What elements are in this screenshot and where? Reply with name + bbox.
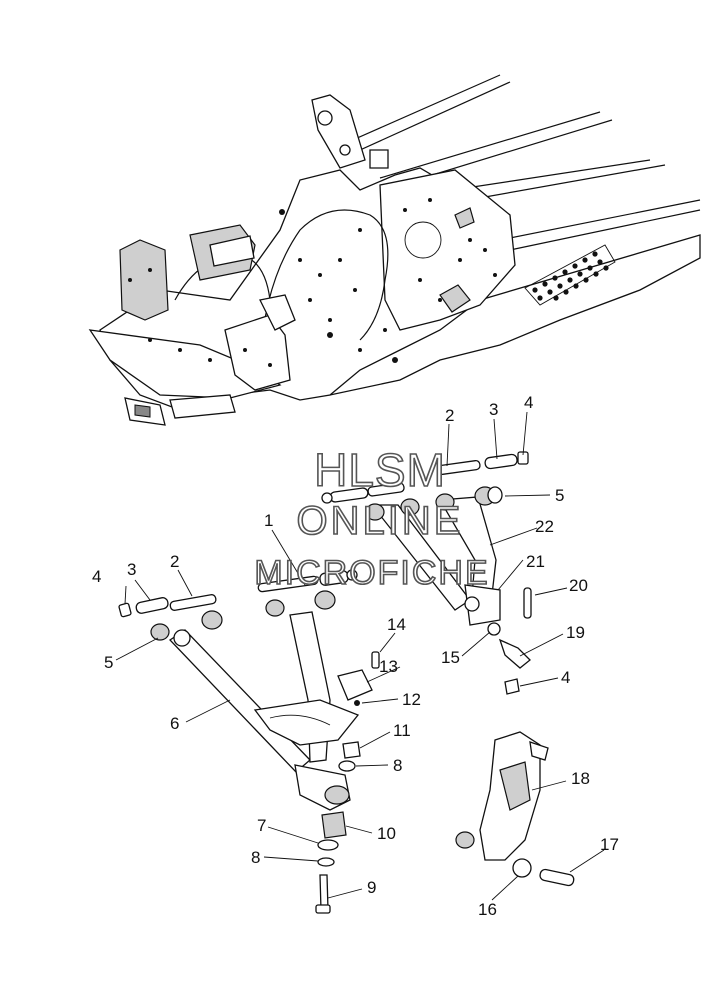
callout-17: 17 bbox=[600, 835, 619, 854]
callout-10: 10 bbox=[377, 824, 396, 843]
small-hardware bbox=[315, 587, 532, 914]
callout-12: 12 bbox=[402, 690, 421, 709]
callout-7: 7 bbox=[257, 816, 266, 835]
upper-a-arm-assembly bbox=[321, 451, 529, 626]
callout-19: 19 bbox=[566, 623, 585, 642]
callout-20: 20 bbox=[569, 576, 588, 595]
callout-15: 15 bbox=[441, 648, 460, 667]
callout-18: 18 bbox=[571, 769, 590, 788]
watermark-line-2: ONLINE bbox=[297, 499, 464, 543]
spindle-washer bbox=[512, 858, 532, 878]
watermark-line-1: HLSM bbox=[314, 444, 446, 496]
upper-pivot-bolt bbox=[437, 459, 481, 476]
ball-joint bbox=[321, 811, 347, 839]
callout-2-upper: 2 bbox=[445, 406, 454, 425]
callout-11: 11 bbox=[393, 721, 411, 740]
lower-nut bbox=[118, 602, 132, 618]
castle-nut bbox=[342, 741, 361, 759]
callout-14: 14 bbox=[387, 615, 406, 634]
callout-4-upper: 4 bbox=[524, 393, 533, 412]
watermark: HLSM ONLINE MICROFICHE bbox=[254, 443, 489, 593]
honeycomb-panel bbox=[524, 244, 616, 306]
callout-16: 16 bbox=[478, 900, 497, 919]
callout-3-left: 3 bbox=[127, 560, 136, 579]
callout-2-left: 2 bbox=[170, 552, 179, 571]
spindle-pivot-pin bbox=[539, 868, 575, 887]
callout-13: 13 bbox=[379, 657, 398, 676]
callout-8-upper: 8 bbox=[393, 756, 402, 775]
upper-bushing bbox=[484, 453, 518, 470]
callout-4-left: 4 bbox=[92, 567, 101, 586]
lower-a-arm-assembly bbox=[118, 569, 360, 811]
spindle-pin bbox=[523, 587, 532, 619]
leader-lines bbox=[115, 411, 605, 901]
callout-9: 9 bbox=[367, 878, 376, 897]
callout-3-upper: 3 bbox=[489, 400, 498, 419]
callout-6: 6 bbox=[170, 714, 179, 733]
grease-fitting bbox=[371, 651, 380, 669]
callout-labels: 2 3 4 5 22 1 21 4 3 2 20 14 19 5 15 13 4… bbox=[92, 393, 619, 919]
callout-5-upper: 5 bbox=[555, 486, 564, 505]
shock-bracket bbox=[337, 669, 373, 701]
callout-8-lower: 8 bbox=[251, 848, 260, 867]
spindle-assembly bbox=[455, 731, 575, 887]
callout-1: 1 bbox=[264, 511, 273, 530]
watermark-line-3: MICROFICHE bbox=[254, 554, 489, 592]
tie-rod-end bbox=[498, 638, 531, 669]
lower-pivot-bolt bbox=[169, 594, 217, 611]
lower-bushing bbox=[135, 597, 169, 614]
callout-22: 22 bbox=[535, 517, 554, 536]
callout-4-right: 4 bbox=[561, 668, 570, 687]
chassis-frame bbox=[88, 74, 701, 426]
callout-5-left: 5 bbox=[104, 653, 113, 672]
callout-21: 21 bbox=[526, 552, 545, 571]
